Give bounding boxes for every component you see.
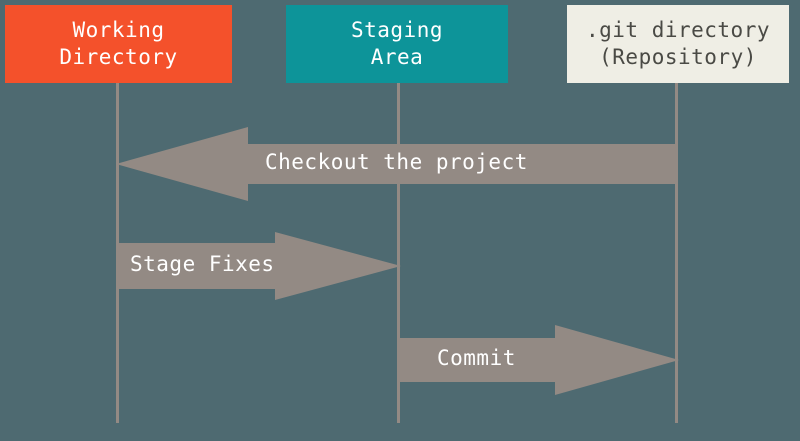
arrow-checkout-the-project	[116, 127, 678, 201]
area-box-staging-area-line-1: Staging	[350, 18, 443, 42]
area-box-git-directory-line-1: .git directory	[585, 18, 770, 42]
arrow-stage-fixes	[116, 232, 401, 300]
lifeline-staging-area	[397, 83, 400, 423]
area-box-staging-area: Staging Area	[286, 5, 508, 83]
area-box-working-directory-line-2: Directory	[59, 45, 178, 69]
area-box-staging-area-line-2: Area	[370, 45, 424, 69]
area-box-working-directory: Working Directory	[5, 5, 232, 83]
area-box-git-directory-line-2: (Repository)	[599, 45, 757, 69]
area-box-working-directory-line-1: Working	[72, 18, 165, 42]
lifeline-git-directory	[675, 83, 678, 423]
arrow-commit	[397, 325, 679, 395]
area-box-git-directory: .git directory (Repository)	[567, 5, 789, 83]
